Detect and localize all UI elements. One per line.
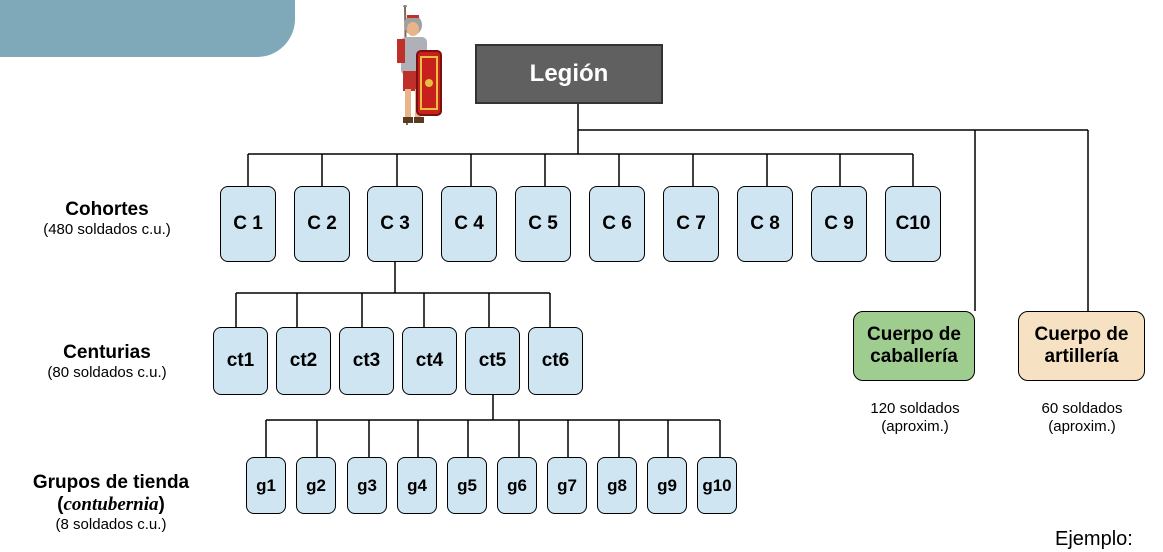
- cohort-box: C 1: [220, 186, 276, 262]
- cohort-box: C 2: [294, 186, 350, 262]
- centuries-label: Centurias (80 soldados c.u.): [0, 342, 214, 381]
- header-tab-decoration: [0, 0, 295, 57]
- group-box: g4: [397, 457, 437, 514]
- legion-box: Legión: [475, 44, 663, 104]
- centuries-subtitle: (80 soldados c.u.): [47, 364, 167, 381]
- cohort-box: C 6: [589, 186, 645, 262]
- century-box: ct1: [213, 327, 268, 395]
- artillery-note: 60 soldados(aproxim.): [1041, 400, 1123, 435]
- cavalry-line2: caballería: [870, 346, 958, 367]
- example-label: Ejemplo:: [1055, 528, 1133, 550]
- group-box: g1: [246, 457, 286, 514]
- cohort-box: C 8: [737, 186, 793, 262]
- century-box: ct5: [465, 327, 520, 395]
- group-box: g9: [647, 457, 687, 514]
- group-box: g7: [547, 457, 587, 514]
- artillery-line2: artillería: [1044, 346, 1119, 367]
- group-box: g2: [296, 457, 336, 514]
- legion-title: Legión: [529, 60, 609, 87]
- group-box: g3: [347, 457, 387, 514]
- groups-subtitle: (8 soldados c.u.): [55, 516, 167, 533]
- cohort-box: C 7: [663, 186, 719, 262]
- groups-title: Grupos de tienda: [32, 472, 190, 493]
- groups-label: Grupos de tienda (contubernia) (8 soldad…: [0, 472, 222, 533]
- cavalry-note: 120 soldados(aproxim.): [870, 400, 960, 435]
- century-box: ct3: [339, 327, 394, 395]
- groups-latin: (contubernia): [57, 494, 165, 515]
- roman-soldier-icon: [397, 5, 442, 126]
- cohort-box: C10: [885, 186, 941, 262]
- cohort-box: C 9: [811, 186, 867, 262]
- cohort-box: C 4: [441, 186, 497, 262]
- cohorts-label: Cohortes (480 soldados c.u.): [0, 199, 214, 238]
- century-box: ct2: [276, 327, 331, 395]
- century-box: ct4: [402, 327, 457, 395]
- cohort-box: C 5: [515, 186, 571, 262]
- cohorts-subtitle: (480 soldados c.u.): [43, 221, 171, 238]
- cohort-box: C 3: [367, 186, 423, 262]
- group-box: g5: [447, 457, 487, 514]
- artillery-line1: Cuerpo de: [1034, 324, 1129, 345]
- group-box: g8: [597, 457, 637, 514]
- group-box: g10: [697, 457, 737, 514]
- centuries-title: Centurias: [63, 342, 151, 363]
- cavalry-line1: Cuerpo de: [867, 324, 961, 345]
- century-box: ct6: [528, 327, 583, 395]
- cohorts-title: Cohortes: [65, 199, 149, 220]
- group-box: g6: [497, 457, 537, 514]
